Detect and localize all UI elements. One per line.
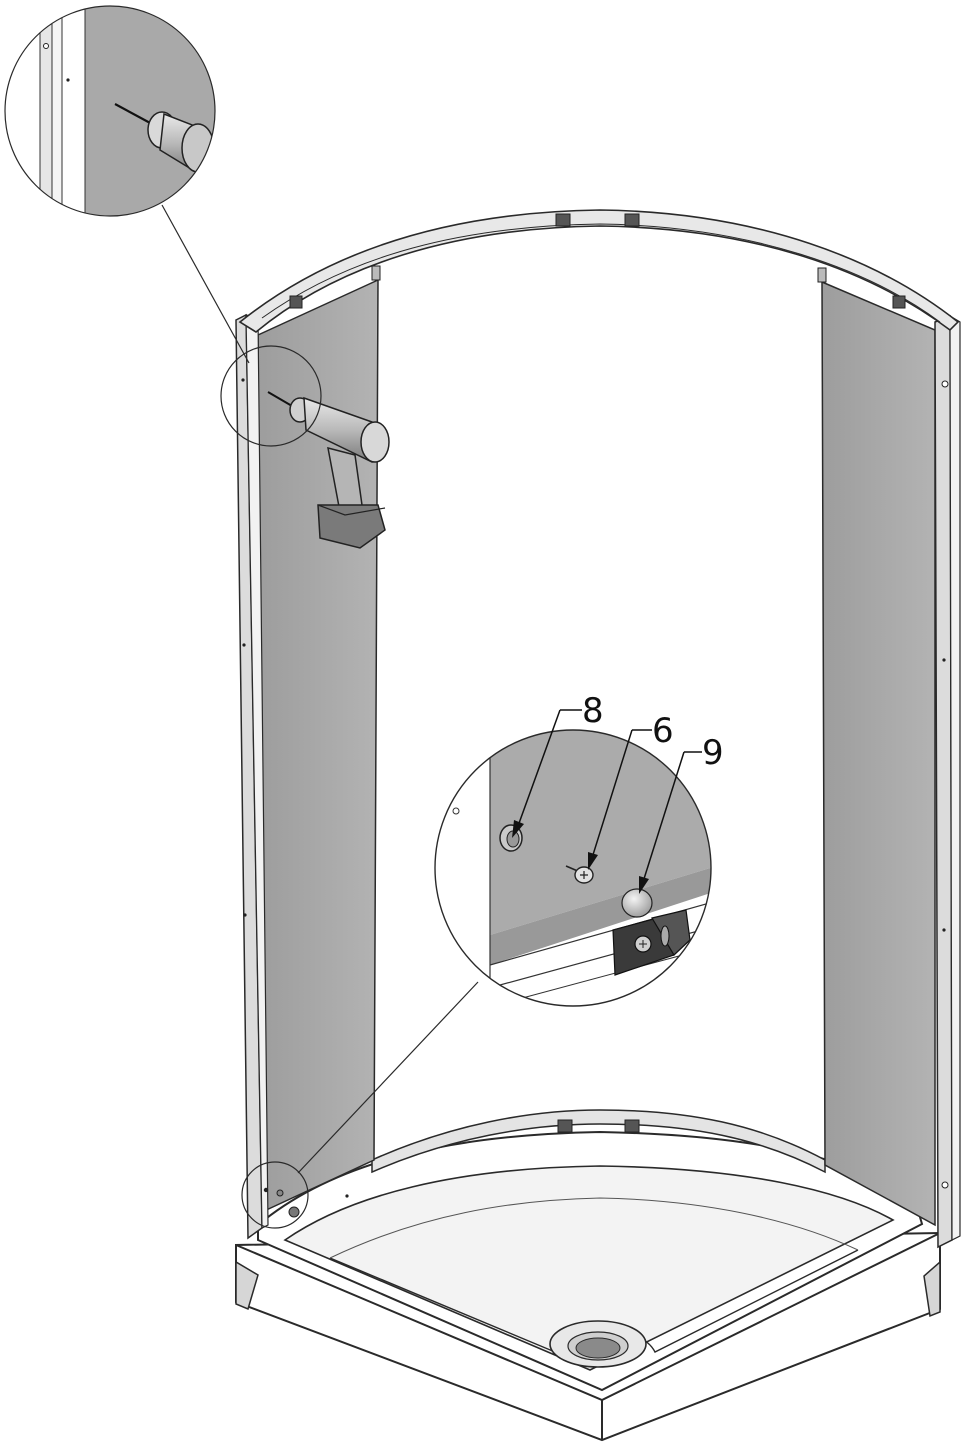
callout-6: 6 bbox=[588, 711, 674, 870]
callout-8-label: 8 bbox=[582, 691, 604, 731]
bracket-icon bbox=[612, 909, 691, 976]
top-curved-rail bbox=[238, 209, 960, 333]
cap-icon bbox=[621, 888, 653, 918]
right-glass-panel bbox=[821, 280, 936, 1227]
bottom-curved-rail bbox=[371, 1109, 826, 1174]
screw-icon bbox=[565, 865, 594, 884]
callout-8: 8 bbox=[512, 691, 604, 838]
drain-icon bbox=[549, 1320, 647, 1368]
top-leader-line bbox=[161, 204, 250, 364]
middle-detail-inset bbox=[434, 729, 712, 1007]
callout-9-label: 9 bbox=[702, 733, 724, 773]
left-wall-profile bbox=[235, 313, 269, 1240]
right-wall-profile bbox=[934, 314, 961, 1249]
callout-6-label: 6 bbox=[652, 711, 674, 751]
shower-tray bbox=[235, 1130, 941, 1442]
callout-9: 9 bbox=[639, 733, 724, 894]
top-detail-inset bbox=[4, 5, 216, 217]
drill-detail-circle bbox=[220, 345, 322, 447]
bottom-detail-circle bbox=[241, 1161, 349, 1229]
bottom-leader-line bbox=[297, 981, 479, 1174]
drill-icon bbox=[267, 391, 390, 549]
